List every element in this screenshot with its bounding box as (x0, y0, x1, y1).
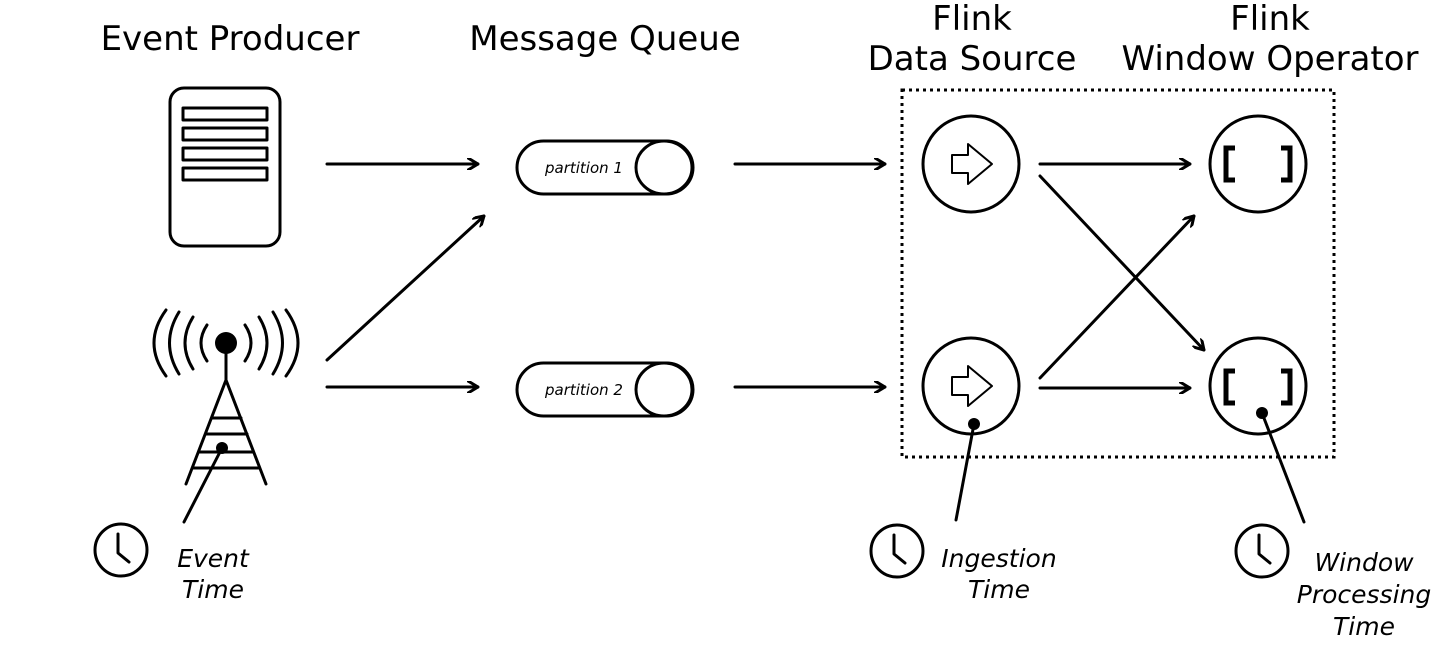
server-icon (168, 86, 282, 248)
data-source-1 (921, 114, 1021, 214)
flink-job-boundary (900, 88, 1336, 459)
ingestion-time-label-line1: Ingestion (941, 544, 1056, 573)
partition-1-label: partition 1 (544, 159, 623, 177)
window-time-label-line2: Processing (1297, 580, 1432, 609)
arrow-source1-to-window2 (1038, 174, 1206, 352)
brackets-icon (1223, 368, 1235, 406)
antenna-tower-icon (152, 308, 300, 486)
brackets-icon (1223, 145, 1235, 183)
window-time-pointer (1256, 407, 1306, 524)
window-time-label-line3: Time (1333, 612, 1395, 641)
header-data-source-line2: Data Source (868, 39, 1077, 79)
header-event-producer: Event Producer (101, 19, 360, 59)
window-operator-2 (1208, 336, 1308, 436)
header-data-source-line1: Flink (932, 0, 1012, 39)
header-window-operator-line1: Flink (1230, 0, 1310, 39)
partition-1: partition 1 (515, 139, 695, 196)
arrow-tower-to-partition1 (325, 214, 486, 362)
arrow-right-icon (951, 365, 993, 407)
window-operator-1 (1208, 114, 1308, 214)
header-window-operator-line2: Window Operator (1121, 39, 1418, 79)
ingestion-time-pointer (954, 418, 980, 522)
header-message-queue: Message Queue (469, 19, 741, 59)
partition-2-label: partition 2 (544, 381, 623, 399)
event-time-pointer (182, 442, 228, 524)
clock-icon (869, 523, 925, 579)
arrow-right-icon (951, 143, 993, 185)
clock-icon (1234, 523, 1290, 579)
arrow-source2-to-window1 (1038, 214, 1196, 380)
event-time-label-line2: Time (182, 575, 244, 604)
ingestion-time-label-line2: Time (968, 575, 1030, 604)
event-time-label-line1: Event (177, 544, 250, 573)
partition-2: partition 2 (515, 361, 695, 418)
window-time-label-line1: Window (1314, 548, 1414, 577)
clock-icon (93, 522, 149, 578)
